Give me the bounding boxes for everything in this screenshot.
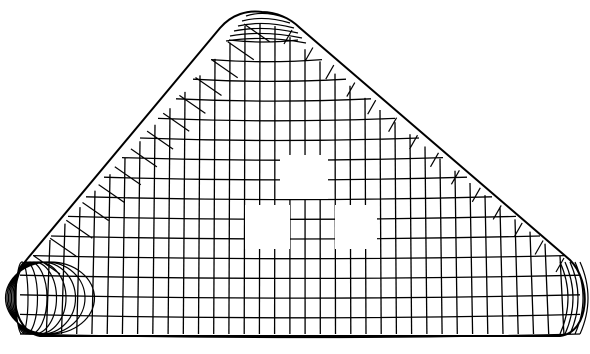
mesh-hole-center-left bbox=[245, 205, 290, 249]
mesh-right-face-rib bbox=[346, 82, 356, 97]
end-cap-arc bbox=[579, 261, 589, 335]
mesh-right-face-rib bbox=[429, 152, 440, 168]
mesh-vertical-line bbox=[499, 207, 504, 335]
mesh-vertical-line bbox=[484, 195, 489, 335]
mesh-right-face-rib bbox=[408, 134, 419, 150]
mesh-hole-center-right bbox=[335, 205, 377, 249]
mesh-right-face-rib bbox=[367, 99, 377, 115]
mesh-left-face-rib bbox=[195, 77, 222, 96]
mesh-vertical-line bbox=[454, 170, 458, 335]
mesh-left-face-rib bbox=[146, 130, 174, 150]
mesh-horizontal-line bbox=[175, 98, 372, 102]
mesh-vertical-line bbox=[152, 124, 156, 335]
end-cap-arc bbox=[15, 261, 29, 335]
mesh-right-face-rib bbox=[471, 187, 481, 203]
mesh-right-face-rib bbox=[534, 240, 544, 255]
mesh-vertical-line bbox=[258, 23, 261, 335]
mesh-vertical-line bbox=[469, 182, 474, 335]
mesh-hole-upper-middle bbox=[280, 155, 328, 199]
mesh-grid bbox=[19, 23, 581, 339]
mesh-vertical-line bbox=[121, 157, 126, 335]
mesh-horizontal-line bbox=[157, 117, 396, 122]
mesh-vertical-line bbox=[91, 190, 96, 335]
mesh-left-face-rib bbox=[130, 148, 158, 168]
mesh-horizontal-line bbox=[19, 313, 581, 319]
mesh-right-face-rib bbox=[513, 222, 523, 238]
shape-outline bbox=[13, 10, 586, 337]
mesh-right-face-rib bbox=[325, 64, 335, 80]
mesh-left-face-rib bbox=[211, 59, 239, 79]
mesh-vertical-line bbox=[197, 75, 201, 335]
mesh-left-face-rib bbox=[33, 255, 61, 275]
mesh-vertical-line bbox=[213, 58, 216, 335]
mesh-vertical-line bbox=[394, 122, 398, 335]
apex-cap-arc bbox=[237, 22, 295, 29]
mesh-right-face-rib bbox=[555, 257, 565, 273]
mesh-horizontal-line bbox=[139, 137, 420, 142]
mesh-vertical-line bbox=[409, 134, 413, 335]
mesh-left-face-rib bbox=[114, 166, 142, 186]
mesh-horizontal-line bbox=[67, 215, 517, 220]
mesh-right-face-rib bbox=[283, 29, 293, 45]
end-cap-arc bbox=[559, 261, 569, 335]
mesh-right-face-rib bbox=[304, 47, 314, 62]
mesh-vertical-line bbox=[334, 73, 337, 335]
end-cap-arc bbox=[564, 261, 574, 335]
mesh-vertical-line bbox=[106, 174, 111, 335]
mesh-left-face-rib bbox=[227, 41, 255, 61]
apex-cap-arc bbox=[229, 32, 303, 39]
mesh-vertical-line bbox=[424, 146, 428, 335]
mesh-vertical-line bbox=[379, 109, 382, 335]
mesh-vertical-line bbox=[167, 108, 171, 335]
mesh-horizontal-line bbox=[19, 274, 581, 280]
end-cap-arc bbox=[569, 261, 579, 335]
mesh-horizontal-line bbox=[50, 235, 541, 240]
mesh-vertical-line bbox=[182, 91, 186, 335]
mesh-horizontal-line bbox=[210, 58, 323, 63]
apex-cap-arc bbox=[241, 17, 291, 24]
mesh-right-face-rib bbox=[388, 117, 398, 132]
mesh-left-face-rib bbox=[98, 184, 125, 204]
mesh-left-face-rib bbox=[82, 202, 109, 221]
mesh-left-face-rib bbox=[179, 94, 206, 114]
mesh-right-face-rib bbox=[492, 205, 502, 220]
end-cap-arc bbox=[4, 261, 96, 335]
mesh-left-face-rib bbox=[162, 112, 190, 132]
mesh-vertical-line bbox=[228, 42, 231, 335]
mesh-vertical-line bbox=[529, 231, 535, 335]
apex-cap-arc bbox=[225, 37, 307, 44]
mesh-horizontal-line bbox=[19, 294, 581, 299]
mesh-horizontal-line bbox=[85, 196, 493, 201]
mesh-left-face-rib bbox=[49, 237, 77, 257]
apex-cap-arc bbox=[233, 27, 299, 34]
mesh-vertical-line bbox=[544, 243, 550, 335]
mesh-vertical-line bbox=[45, 239, 51, 335]
mesh-vertical-line bbox=[439, 158, 443, 335]
mesh-horizontal-line bbox=[32, 254, 565, 260]
mesh-horizontal-line bbox=[192, 78, 347, 83]
mesh-right-face-rib bbox=[450, 170, 460, 185]
mesh-left-face-rib bbox=[65, 219, 93, 239]
